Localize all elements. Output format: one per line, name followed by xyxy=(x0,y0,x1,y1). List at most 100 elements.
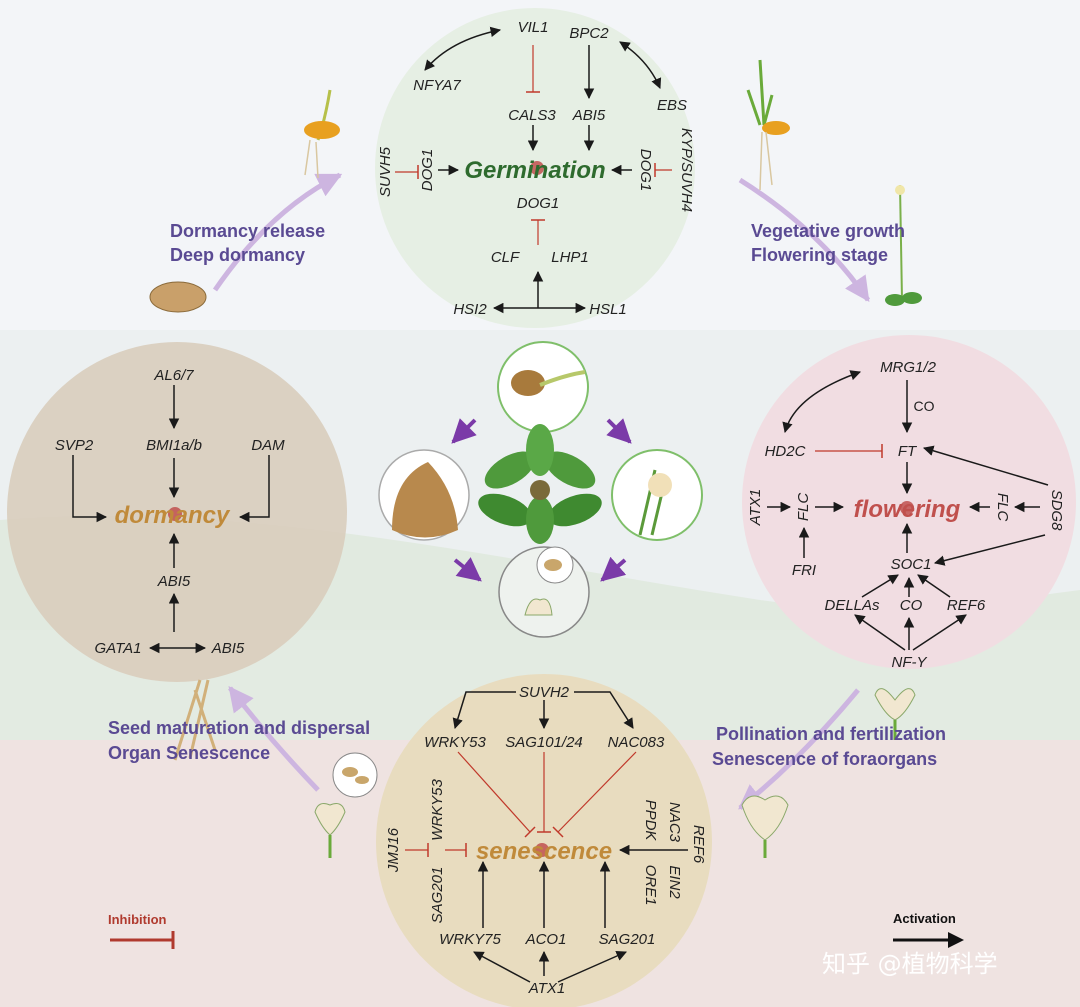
legend-inhibition-label: Inhibition xyxy=(108,912,167,927)
atx1-sag201-arrow xyxy=(557,951,627,983)
gene-sdg8: SDG8 xyxy=(1048,490,1065,532)
germination-center-dot xyxy=(530,161,544,175)
gene-bpc2: BPC2 xyxy=(569,25,609,42)
gene-abi5-dorm: ABI5 xyxy=(157,573,191,590)
gene-sag201-bottom: SAG201 xyxy=(599,931,656,948)
germination-title: Germination xyxy=(464,157,605,184)
cycle-arrow-ur xyxy=(606,418,632,444)
label-flowering-stage: Flowering stage xyxy=(751,245,888,265)
cycle-arrow-ll xyxy=(453,557,482,582)
sdg8-soc1-arrow xyxy=(933,534,1046,566)
gene-nac3: NAC3 xyxy=(666,802,683,843)
gene-wrky75: WRKY75 xyxy=(439,931,501,948)
dellas-soc1-arrow xyxy=(861,574,899,598)
dormancy-network: AL6/7 SVP2 BMI1a/b DAM ABI5 GATA1 ABI5 d… xyxy=(55,367,285,657)
mrg-hd2c-link xyxy=(782,370,861,434)
senescence-center-dot xyxy=(535,843,549,857)
seed-icon xyxy=(392,462,458,538)
senescence-network: SUVH2 WRKY53 SAG101/24 NAC083 JMJ16 WRKY… xyxy=(385,684,707,997)
gene-ref6-sen: REF6 xyxy=(690,825,707,864)
label-vegetative-growth: Vegetative growth xyxy=(751,221,905,241)
ref6-soc1-arrow xyxy=(917,574,951,598)
flower-pod-icon xyxy=(524,598,553,616)
pollinated-flower-icon xyxy=(874,688,916,740)
dormancy-center-dot xyxy=(168,507,182,521)
gene-clf: CLF xyxy=(491,249,520,266)
gene-hsl1: HSL1 xyxy=(589,301,627,318)
gene-hsi2: HSI2 xyxy=(453,301,487,318)
germination-network: VIL1 BPC2 NFYA7 EBS CALS3 ABI5 SUVH5 DOG… xyxy=(377,19,695,318)
gene-abi5-right: ABI5 xyxy=(211,640,245,657)
gene-dog1-bottom: DOG1 xyxy=(517,195,560,212)
cycle-arrow-ul xyxy=(451,418,477,444)
gene-abi5-germ: ABI5 xyxy=(572,107,606,124)
gene-sag10124: SAG101/24 xyxy=(505,734,583,751)
stage-transitions xyxy=(149,59,922,858)
gene-ein2: EIN2 xyxy=(666,865,683,899)
gene-wrky53-left: WRKY53 xyxy=(429,779,446,841)
gene-suvh2: SUVH2 xyxy=(519,684,570,701)
label-deep-dormancy: Deep dormancy xyxy=(170,245,305,265)
gene-flc-right: FLC xyxy=(994,493,1011,522)
flower-with-seeds-icon xyxy=(314,752,378,858)
fruit-flower-icon xyxy=(741,795,789,858)
gene-dog1-right: DOG1 xyxy=(637,149,654,192)
gene-aco1: ACO1 xyxy=(525,931,567,948)
label-organ-senescence: Organ Senescence xyxy=(108,743,270,763)
bpc2-ebs-link xyxy=(619,41,662,89)
gene-mrg12: MRG1/2 xyxy=(880,359,937,376)
flower-head-icon xyxy=(648,473,672,497)
atx1-wrky75-arrow xyxy=(473,951,531,983)
dormant-seed-icon xyxy=(149,281,207,313)
gene-nfy: NF-Y xyxy=(892,654,928,671)
gene-jmj16: JMJ16 xyxy=(385,827,402,873)
transition-arrow-dormancy-germination xyxy=(212,172,343,292)
gene-al67: AL6/7 xyxy=(153,367,194,384)
flowering-network: MRG1/2 CO HD2C FT ATX1 FLC FLC SDG8 FRI … xyxy=(747,359,1065,671)
small-seed-icon xyxy=(544,559,562,571)
gene-ppdk: PPDK xyxy=(642,800,659,842)
senescence-circle xyxy=(376,674,712,1007)
seedling-sprout-icon xyxy=(539,370,586,387)
gene-suvh5: SUVH5 xyxy=(377,146,394,197)
transition-arrow-germination-flowering xyxy=(738,177,871,303)
gene-dam: DAM xyxy=(251,437,285,454)
legend-activation-label: Activation xyxy=(893,911,956,926)
nfy-dellas-arrow xyxy=(854,614,906,651)
sdg8-ft-arrow xyxy=(922,445,1049,486)
gene-ft: FT xyxy=(898,443,918,460)
gene-ore1: ORE1 xyxy=(642,865,659,906)
seed-germinating-icon xyxy=(511,370,545,396)
gene-kyp-suvh4: KYP/SUVH4 xyxy=(678,128,695,212)
gene-cals3: CALS3 xyxy=(508,107,556,124)
central-life-cycle-illustration xyxy=(378,341,703,638)
label-seed-maturation: Seed maturation and dispersal xyxy=(108,718,370,738)
label-pollination: Pollination and fertilization xyxy=(716,724,946,744)
nac083-sen-bar xyxy=(552,826,564,838)
dry-stem-icon xyxy=(173,679,217,761)
wrky53-sen-inhibition xyxy=(457,751,531,833)
gene-co-top: CO xyxy=(914,398,935,414)
label-senescence-floral: Senescence of foraorgans xyxy=(712,749,937,769)
dormancy-title: dormancy xyxy=(115,502,231,529)
gene-dellas: DELLAs xyxy=(824,597,880,614)
gene-flc-left: FLC xyxy=(795,493,812,522)
gene-atx1-flower: ATX1 xyxy=(747,489,764,526)
gene-dog1-left: DOG1 xyxy=(419,149,436,192)
gene-nfya7: NFYA7 xyxy=(413,77,461,94)
flowering-plant-icon xyxy=(885,184,922,306)
young-plant-icon xyxy=(746,59,790,191)
gene-gata1: GATA1 xyxy=(95,640,142,657)
nac083-sen-inhibition xyxy=(557,751,637,833)
gene-svp2: SVP2 xyxy=(55,437,94,454)
gene-sag201-left: SAG201 xyxy=(429,867,446,924)
gene-ref6-flower: REF6 xyxy=(947,597,986,614)
suvh2-wrky53-arrow xyxy=(452,691,516,730)
flowering-title: flowering xyxy=(854,496,961,523)
gene-bmi1ab: BMI1a/b xyxy=(146,437,202,454)
gene-soc1: SOC1 xyxy=(891,556,932,573)
rosette-plant-icon xyxy=(478,424,602,544)
cycle-arrow-lr xyxy=(600,556,627,582)
suvh2-nac083-arrow xyxy=(574,691,634,729)
